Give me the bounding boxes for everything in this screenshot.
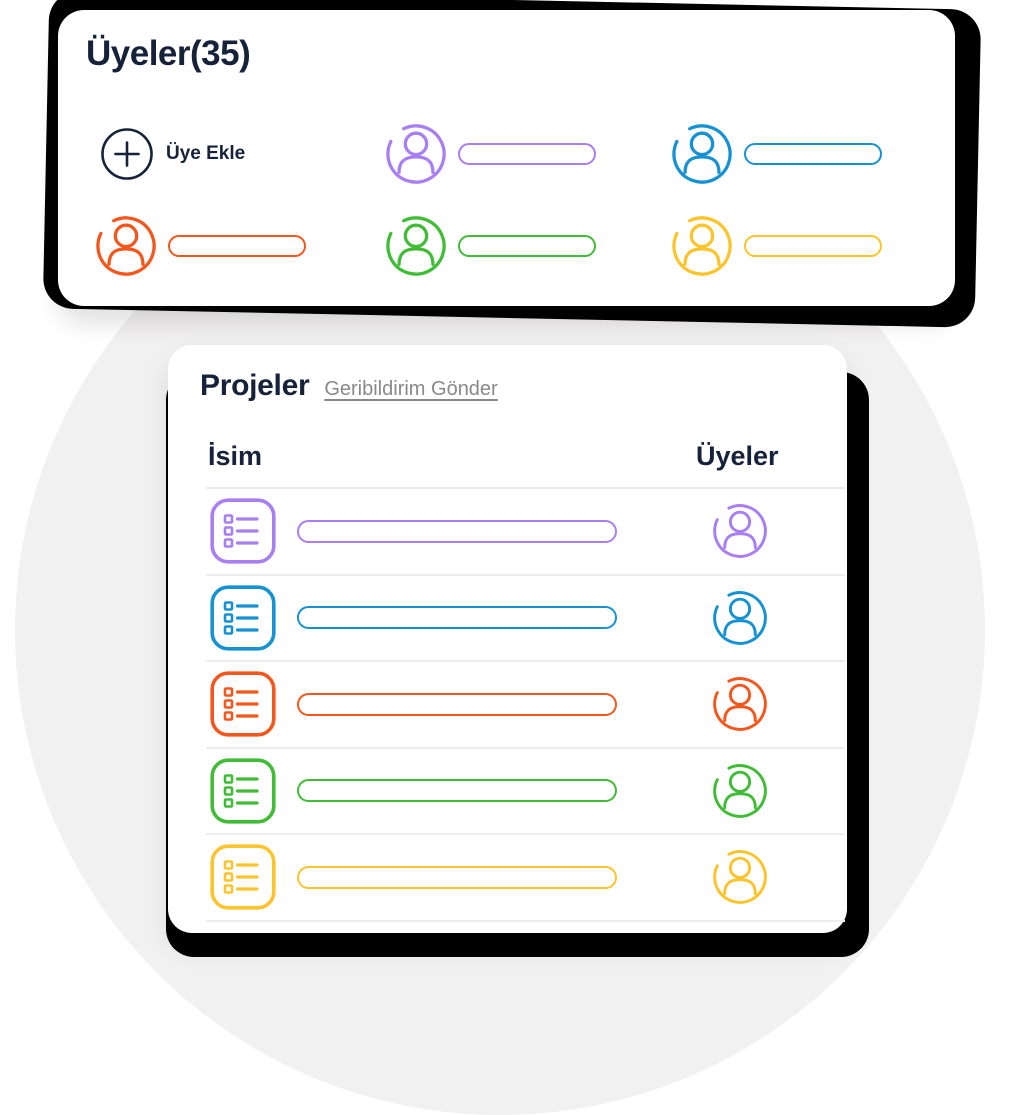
project-name-placeholder-pill (297, 692, 617, 716)
plus-circle-icon (101, 128, 153, 180)
column-header-members: Üyeler (696, 441, 779, 471)
user-avatar-icon (671, 215, 733, 277)
add-member-button[interactable]: Üye Ekle (101, 128, 385, 180)
user-avatar-icon (385, 215, 447, 277)
member-name-placeholder-pill (168, 235, 306, 257)
project-name-placeholder-pill (297, 779, 617, 803)
member-item-purple-member (385, 123, 671, 185)
checklist-icon (210, 671, 276, 737)
user-avatar-icon (712, 676, 768, 732)
member-item-blue-member (671, 123, 929, 185)
members-grid: Üye Ekle (95, 121, 929, 279)
projects-card: Projeler Geribildirim Gönder İsim Üyeler (168, 345, 847, 933)
members-card-title: Üyeler(35) (86, 34, 251, 73)
member-name-placeholder-pill (458, 143, 596, 165)
user-avatar-icon (95, 215, 157, 277)
user-avatar-icon (712, 763, 768, 819)
projects-card-title: Projeler (200, 369, 310, 402)
checklist-icon (210, 585, 276, 651)
user-avatar-icon (712, 503, 768, 559)
project-row-green-project[interactable] (206, 749, 845, 835)
project-name-placeholder-pill (297, 865, 617, 889)
member-item-orange-member (95, 215, 385, 277)
member-name-placeholder-pill (458, 235, 596, 257)
projects-card-header: Projeler Geribildirim Gönder (200, 369, 498, 403)
table-header-separator (206, 487, 845, 489)
project-row-orange-project[interactable] (206, 662, 845, 749)
column-header-name: İsim (208, 441, 263, 471)
members-card: Üyeler(35) Üye Ekle (58, 10, 955, 306)
user-avatar-icon (712, 849, 768, 905)
user-avatar-icon (385, 123, 447, 185)
project-row-purple-project[interactable] (206, 489, 845, 576)
project-name-placeholder-pill (297, 606, 617, 630)
member-name-placeholder-pill (744, 143, 882, 165)
checklist-icon (210, 498, 276, 564)
checklist-icon (210, 758, 276, 824)
member-name-placeholder-pill (744, 235, 882, 257)
member-item-green-member (385, 215, 671, 277)
user-avatar-icon (712, 590, 768, 646)
project-name-placeholder-pill (297, 519, 617, 543)
project-row-yellow-project[interactable] (206, 835, 845, 922)
checklist-icon (210, 844, 276, 910)
user-avatar-icon (671, 123, 733, 185)
project-row-blue-project[interactable] (206, 576, 845, 662)
projects-table-body (206, 489, 845, 922)
projects-table-header: İsim Üyeler (208, 441, 847, 475)
add-member-label: Üye Ekle (166, 143, 246, 164)
send-feedback-link[interactable]: Geribildirim Gönder (324, 378, 498, 400)
member-item-yellow-member (671, 215, 929, 277)
